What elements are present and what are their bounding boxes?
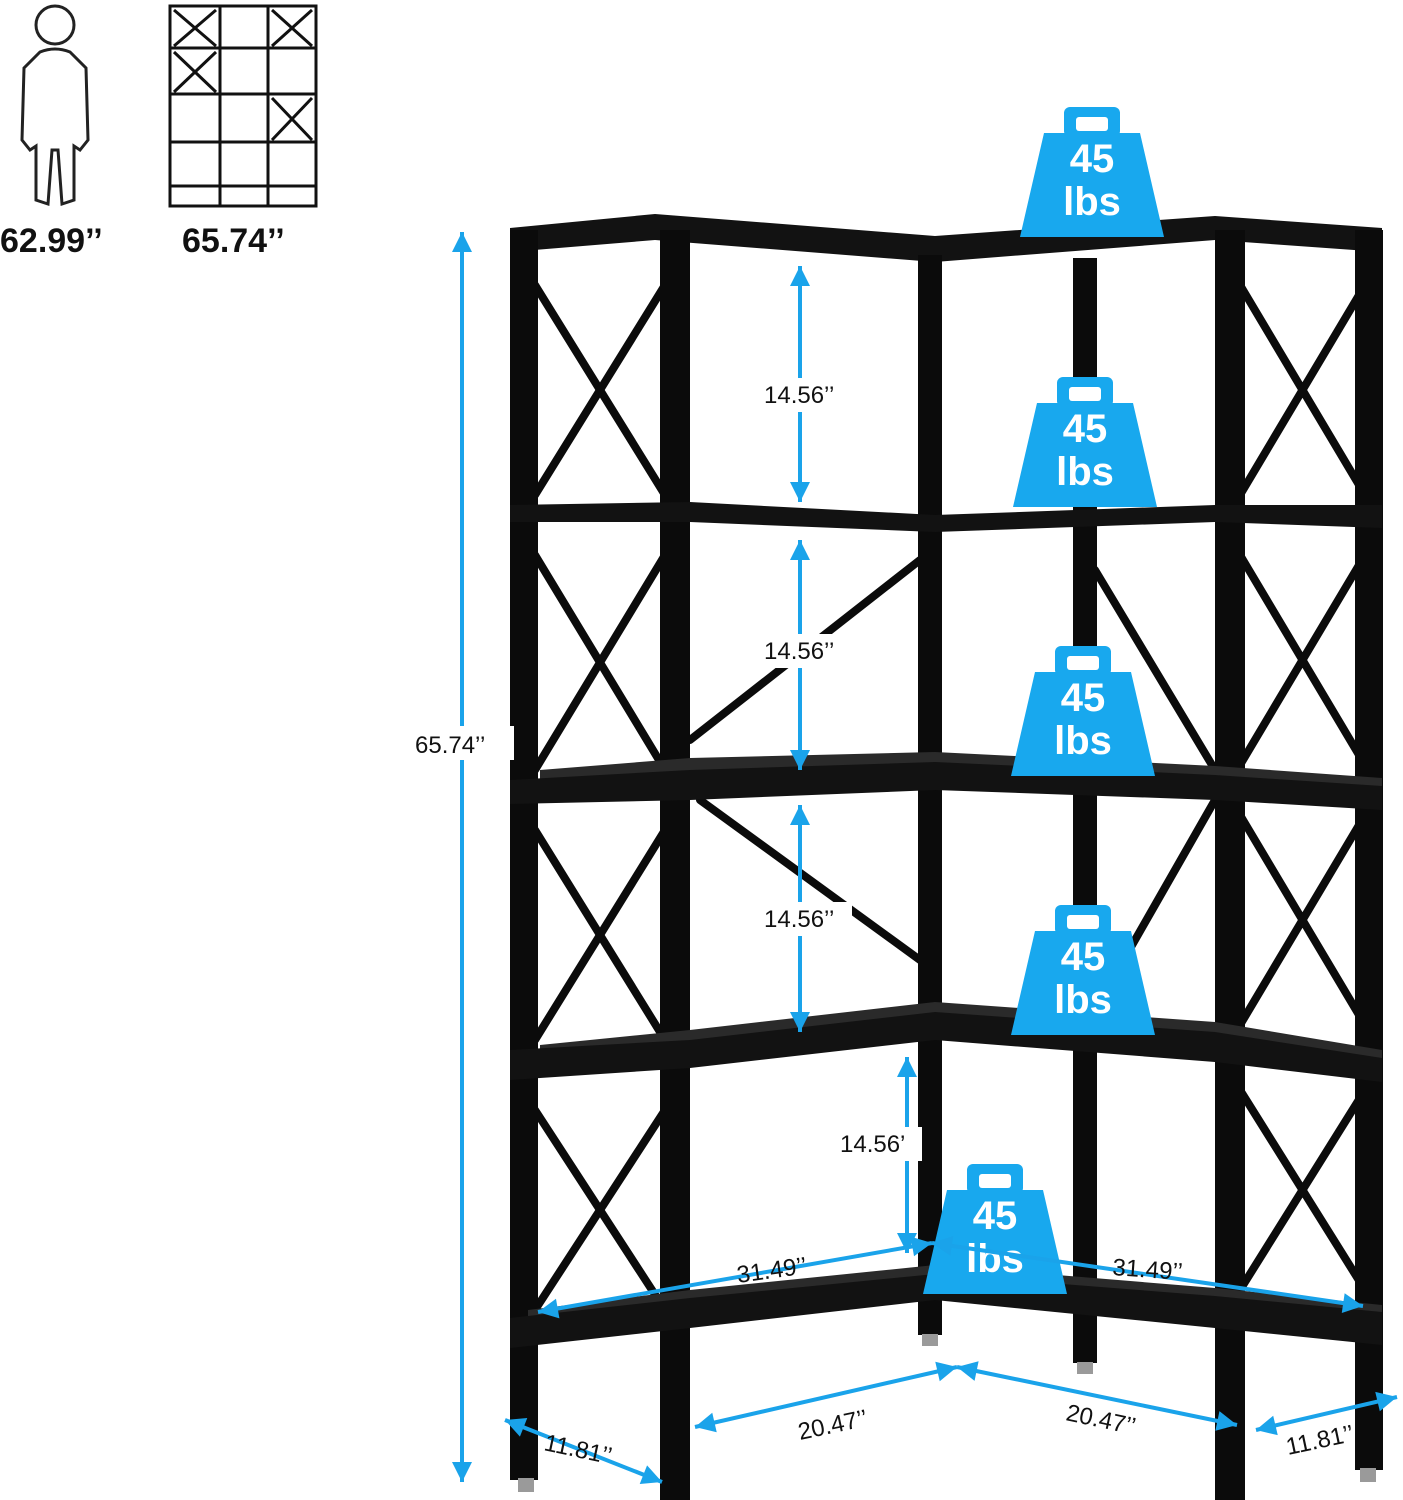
tier-1-arrow-head-end xyxy=(790,482,810,502)
tier-1-height-label: 14.56’’ xyxy=(764,382,834,409)
tier-4-arrow-head-start xyxy=(897,1057,917,1077)
corner-bookshelf xyxy=(510,214,1383,1500)
inner-width-right-arrow xyxy=(956,1365,1238,1427)
depth-left-label: 11.81’’ xyxy=(542,1429,615,1470)
shelf-length-left-arrow-head-end xyxy=(910,1236,932,1257)
tier-3-height-label: 14.56’’ xyxy=(764,906,834,933)
tier-2-arrow-head-end xyxy=(790,750,810,770)
person-silhouette-icon xyxy=(20,4,90,207)
total-height-label: 65.74’’ xyxy=(415,732,485,759)
depth-right-label: 11.81’’ xyxy=(1284,1420,1357,1461)
depth-left-arrow-head-end xyxy=(639,1465,662,1484)
weight-badges: 45 lbs 45 lbs 45 lbs 45 lbs 45 lbs xyxy=(923,107,1164,1294)
weight-unit: lbs xyxy=(1054,978,1112,1022)
mini-shelf-icon xyxy=(168,4,318,208)
tier-4-height-label: 14.56’ xyxy=(840,1131,905,1158)
inner-width-right-arrow-head-start xyxy=(957,1361,979,1381)
depth-right-arrow-head-start xyxy=(1256,1415,1278,1436)
shelf-length-right-label: 31.49’’ xyxy=(1112,1254,1184,1286)
inner-width-right-arrow-head-end xyxy=(1215,1411,1237,1431)
depth-right-arrow xyxy=(1255,1395,1398,1432)
depth-right-arrow-head-end xyxy=(1375,1391,1397,1412)
shelf-height-label: 65.74’’ xyxy=(182,222,285,260)
weight-badge-bottom: 45 lbs xyxy=(923,1164,1067,1294)
weight-unit: lbs xyxy=(1054,719,1112,763)
shelf-length-right-arrow-head-start xyxy=(932,1235,954,1256)
weight-badge-tier-3: 45 lbs xyxy=(1011,905,1155,1035)
weight-badge-tier-1: 45 lbs xyxy=(1013,377,1157,507)
tier-3-arrow-head-start xyxy=(790,805,810,825)
top-board xyxy=(510,214,1382,262)
inner-width-left-label: 20.47’’ xyxy=(796,1405,870,1446)
inner-width-right-label: 20.47’’ xyxy=(1064,1399,1138,1440)
weight-value: 45 xyxy=(1070,137,1115,181)
weight-value: 45 xyxy=(973,1194,1018,1238)
tier-1-arrow-head-start xyxy=(790,266,810,286)
tier-3-arrow-head-end xyxy=(790,1012,810,1032)
depth-left-arrow xyxy=(504,1418,663,1484)
weight-value: 45 xyxy=(1063,407,1108,451)
weight-unit: lbs xyxy=(1056,450,1114,494)
shelf-length-right-arrow xyxy=(931,1241,1364,1308)
inner-width-left-arrow-head-end xyxy=(935,1361,957,1382)
weight-value: 45 xyxy=(1061,676,1106,720)
weight-badge-top: 45 lbs xyxy=(1020,107,1164,237)
person-height-label: 62.99’’ xyxy=(0,222,103,260)
total-height-arrow-head-start xyxy=(452,232,472,252)
tier-2-arrow-head-start xyxy=(790,540,810,560)
shelf-length-left-arrow-head-start xyxy=(538,1298,560,1319)
size-comparison: 62.99’’ 65.74’’ xyxy=(0,4,318,260)
total-height-arrow-head-end xyxy=(452,1462,472,1482)
weight-badge-tier-2: 45 lbs xyxy=(1011,646,1155,776)
shelf-length-right-arrow-head-end xyxy=(1341,1293,1363,1314)
tier-2-height-label: 14.56’’ xyxy=(764,638,834,665)
shelf-length-left-arrow xyxy=(537,1241,933,1314)
inner-width-left-arrow xyxy=(694,1365,958,1429)
weight-unit: lbs xyxy=(1063,180,1121,224)
weight-unit: lbs xyxy=(966,1237,1024,1281)
weight-value: 45 xyxy=(1061,935,1106,979)
inner-width-left-arrow-head-start xyxy=(695,1412,717,1433)
depth-left-arrow-head-start xyxy=(505,1418,528,1437)
